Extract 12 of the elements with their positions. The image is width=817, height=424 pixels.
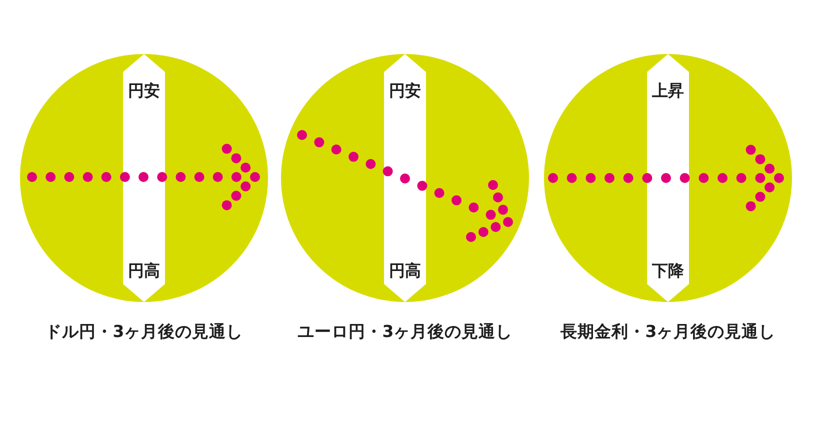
scale-label: 下降 bbox=[652, 262, 684, 279]
scale-label: 円高 bbox=[389, 262, 421, 279]
double-arrow bbox=[123, 54, 165, 302]
scale-label: 上昇 bbox=[652, 82, 684, 99]
scale-label: 円安 bbox=[128, 82, 160, 99]
node-label: 長期金利・3ヶ月後の見通し bbox=[560, 322, 776, 341]
scale-label: 円安 bbox=[389, 82, 421, 99]
double-arrow bbox=[384, 54, 426, 302]
double-arrow bbox=[647, 54, 689, 302]
node-label: ユーロ円・3ヶ月後の見通し bbox=[297, 322, 513, 341]
node-label: ドル円・3ヶ月後の見通し bbox=[44, 322, 244, 341]
scale-label: 円高 bbox=[128, 262, 160, 279]
